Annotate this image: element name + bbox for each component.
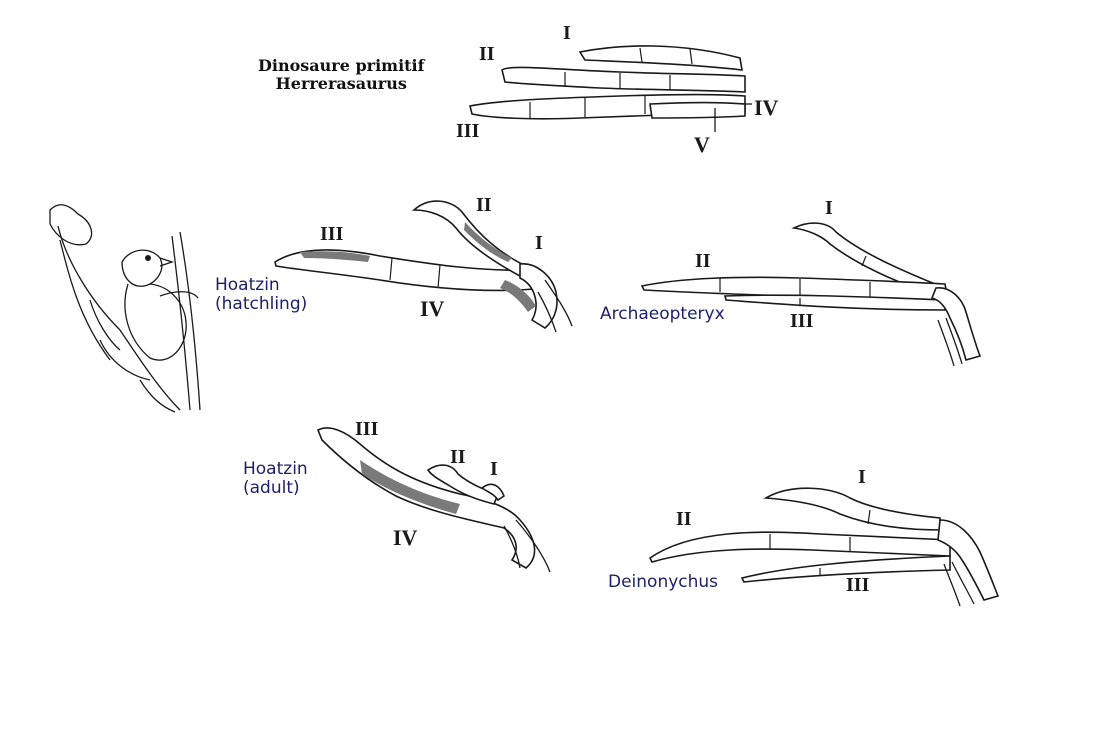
- herrerasaurus-title-line1: Dinosaure primitif: [258, 56, 425, 75]
- deinonychus-hand-drawing: [648, 487, 1000, 607]
- hoatzin-adult-wing-drawing: [316, 427, 551, 573]
- deinonychus-label: Deinonychus: [608, 572, 719, 592]
- hoatzin-hatchling-digit-ii-label: II: [476, 194, 492, 216]
- archaeopteryx-digit-ii-label: II: [695, 250, 711, 272]
- hoatzin-adult-label: Hoatzin (adult): [243, 460, 308, 497]
- hoatzin-adult-digit-iv-label: IV: [393, 525, 418, 550]
- deinonychus-digit-ii-label: II: [676, 508, 692, 530]
- hoatzin-adult-label-line1: Hoatzin: [243, 459, 308, 479]
- hoatzin-hatchling-label-line1: Hoatzin: [215, 275, 280, 295]
- deinonychus-digit-i-label: I: [858, 466, 866, 488]
- archaeopteryx-digit-iii-label: III: [790, 310, 814, 332]
- hoatzin-adult-digit-i-label: I: [490, 458, 498, 480]
- hoatzin-hatchling-sketch: [49, 204, 201, 413]
- herrerasaurus-digit-i-label: I: [563, 22, 571, 44]
- hoatzin-adult-digit-iii-label: III: [355, 418, 379, 440]
- herrerasaurus-hand-drawing: [469, 45, 752, 132]
- deinonychus-digit-iii-label: III: [846, 574, 870, 596]
- herrerasaurus-digit-ii-label: II: [479, 43, 495, 65]
- hoatzin-hatchling-wing-drawing: [274, 200, 573, 333]
- hoatzin-hatchling-digit-iii-label: III: [320, 223, 344, 245]
- archaeopteryx-hand-drawing: [640, 222, 982, 367]
- herrerasaurus-digit-iv-label: IV: [754, 95, 779, 120]
- herrerasaurus-digit-iii-label: III: [456, 120, 480, 142]
- herrerasaurus-title: Dinosaure primitif Herrerasaurus: [258, 57, 425, 92]
- hoatzin-adult-label-line2: (adult): [243, 477, 300, 498]
- hoatzin-hatchling-digit-i-label: I: [535, 232, 543, 254]
- hoatzin-adult-digit-ii-label: II: [450, 446, 466, 468]
- herrerasaurus-digit-v-label: V: [694, 132, 710, 157]
- archaeopteryx-digit-i-label: I: [825, 197, 833, 219]
- herrerasaurus-title-line2: Herrerasaurus: [275, 73, 407, 93]
- hoatzin-hatchling-digit-iv-label: IV: [420, 296, 445, 321]
- archaeopteryx-label: Archaeopteryx: [600, 304, 725, 324]
- hoatzin-hatchling-label-line2: (hatchling): [215, 293, 308, 314]
- hoatzin-hatchling-label: Hoatzin (hatchling): [215, 276, 307, 313]
